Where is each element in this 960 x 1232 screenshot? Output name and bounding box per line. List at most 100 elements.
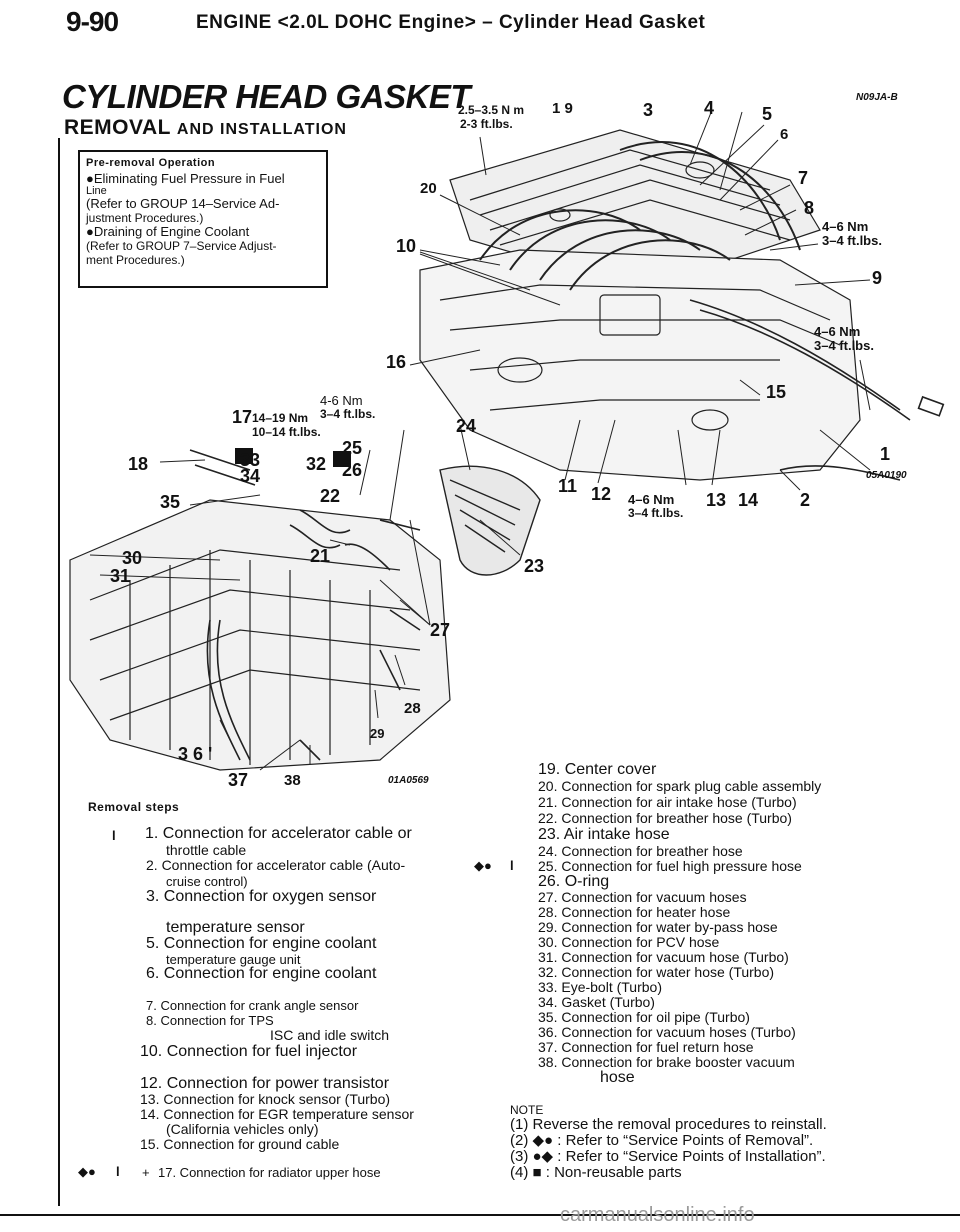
removal-step-34: 34. Gasket (Turbo) bbox=[538, 994, 655, 1010]
callout-2: 2 bbox=[800, 490, 811, 510]
removal-step-38-cont: hose bbox=[600, 1069, 635, 1086]
callout-22: 22 bbox=[320, 486, 341, 506]
removal-step-30: 30. Connection for PCV hose bbox=[538, 934, 720, 950]
callout-33: 33 bbox=[240, 450, 261, 470]
non-reusable-marks bbox=[235, 448, 351, 467]
spec-14-19-nm: 14–19 Nm bbox=[252, 411, 309, 425]
callout-18: 18 bbox=[128, 454, 149, 474]
callout-24: 24 bbox=[456, 416, 477, 436]
callout-30: 30 bbox=[122, 548, 143, 568]
page-header-title: ENGINE <2.0L DOHC Engine> – Cylinder Hea… bbox=[196, 12, 706, 33]
pre-removal-line: Line bbox=[86, 185, 107, 197]
pre-removal-line: (Refer to GROUP 14–Service Ad- bbox=[86, 196, 280, 211]
page-number: 9-90 bbox=[66, 6, 119, 37]
wiring-harness-illustration bbox=[689, 299, 945, 481]
callout-3: 3 bbox=[643, 100, 654, 120]
removal-step-15: 15. Connection for ground cable bbox=[140, 1136, 340, 1152]
callout-1: 1 bbox=[880, 444, 891, 464]
subtitle-and-installation: AND INSTALLATION bbox=[176, 121, 347, 138]
leader-lines bbox=[89, 109, 871, 771]
section-code: N09JA-B bbox=[856, 92, 898, 103]
note-heading: NOTE bbox=[510, 1103, 544, 1117]
removal-step-4-cont: temperature sensor bbox=[166, 919, 305, 936]
removal-step-10: 10. Connection for fuel injector bbox=[140, 1043, 358, 1060]
removal-step-23: 23. Air intake hose bbox=[538, 826, 670, 843]
note-line-2: (2) ◆● : Refer to “Service Points of Rem… bbox=[510, 1132, 814, 1149]
pre-removal-line: (Refer to GROUP 7–Service Adjust- bbox=[86, 239, 277, 253]
removal-step-14-cont: (California vehicles only) bbox=[166, 1121, 319, 1137]
callout-10: 10 bbox=[396, 236, 417, 256]
bullet-removal-service-point: ◆● bbox=[78, 1164, 96, 1179]
removal-step-28: 28. Connection for heater hose bbox=[538, 904, 731, 920]
bullet-dot: l bbox=[112, 828, 116, 843]
bullet-plus: + bbox=[142, 1165, 150, 1180]
bullet-dot: l bbox=[510, 858, 514, 873]
callout-6: 6 bbox=[780, 126, 789, 143]
figure-code-bottom: 01A0569 bbox=[388, 775, 429, 786]
pre-removal-line: ●Draining of Engine Coolant bbox=[86, 224, 250, 239]
removal-step-32: 32. Connection for water hose (Turbo) bbox=[538, 964, 775, 980]
note-line-1: (1) Reverse the removal procedures to re… bbox=[510, 1116, 827, 1133]
bullet-dot: l bbox=[116, 1164, 120, 1179]
callout-32: 32 bbox=[306, 454, 327, 474]
callout-8: 8 bbox=[804, 198, 815, 218]
bullet-removal-service-point: ◆● bbox=[474, 858, 492, 873]
callout-27: 27 bbox=[430, 620, 451, 640]
callout-23: 23 bbox=[524, 556, 545, 576]
pre-removal-box: Pre-removal Operation ●Eliminating Fuel … bbox=[78, 150, 328, 288]
removal-step-26: 26. O-ring bbox=[538, 873, 610, 890]
removal-steps-heading: Removal steps bbox=[88, 800, 180, 814]
callout-35: 35 bbox=[160, 492, 181, 512]
callout-4: 4 bbox=[704, 98, 715, 118]
removal-step-29: 29. Connection for water by-pass hose bbox=[538, 919, 778, 935]
spec-3-4-ftlbs-right: 3–4 ft.lbs. bbox=[814, 338, 874, 353]
removal-step-36: 36. Connection for vacuum hoses (Turbo) bbox=[538, 1024, 796, 1040]
callout-34: 34 bbox=[240, 466, 261, 486]
removal-step-2-cont: cruise control) bbox=[166, 874, 248, 889]
removal-step-20: 20. Connection for spark plug cable asse… bbox=[538, 778, 822, 794]
callout-31: 31 bbox=[110, 566, 131, 586]
removal-step-5: 5. Connection for engine coolant bbox=[146, 935, 377, 952]
callout-5: 5 bbox=[762, 104, 773, 124]
callout-7: 7 bbox=[798, 168, 809, 188]
callout-14: 14 bbox=[738, 490, 759, 510]
spec-top-ftlbs: 2-3 ft.lbs. bbox=[460, 117, 513, 131]
upper-engine-block-illustration bbox=[419, 249, 861, 481]
removal-step-14: 14. Connection for EGR temperature senso… bbox=[140, 1106, 414, 1122]
non-reusable-mark-icon bbox=[333, 451, 351, 467]
note-line-3: (3) ●◆ : Refer to “Service Points of Ins… bbox=[510, 1148, 826, 1165]
removal-step-5-cont: temperature gauge unit bbox=[166, 952, 301, 967]
section-title: CYLINDER HEAD GASKET bbox=[62, 78, 471, 115]
removal-step-1-cont: throttle cable bbox=[166, 842, 247, 858]
spec-top-nm: 2.5–3.5 N m bbox=[458, 103, 525, 117]
callout-13: 13 bbox=[706, 490, 727, 510]
removal-step-6: 6. Connection for engine coolant bbox=[146, 965, 377, 982]
removal-step-9-cont: ISC and idle switch bbox=[270, 1027, 390, 1043]
air-intake-hose-illustration bbox=[439, 465, 541, 576]
callout-21: 21 bbox=[310, 546, 331, 566]
callout-38: 38 bbox=[284, 772, 301, 789]
bottom-rule bbox=[0, 1214, 960, 1216]
removal-step-12: 12. Connection for power transistor bbox=[140, 1075, 390, 1092]
callout-16: 16 bbox=[386, 352, 407, 372]
spec-mid-ftlbs: 3–4 ft.lbs. bbox=[320, 407, 376, 421]
subtitle-removal: REMOVAL bbox=[64, 116, 171, 139]
removal-step-31: 31. Connection for vacuum hose (Turbo) bbox=[538, 949, 789, 965]
non-reusable-mark-icon bbox=[235, 448, 253, 464]
spec-4-6-nm-right: 4–6 Nm bbox=[814, 324, 861, 339]
note-line-4: (4) ■ : Non-reusable parts bbox=[510, 1164, 682, 1181]
callout-11: 11 bbox=[558, 476, 578, 496]
removal-step-8: 8. Connection for TPS bbox=[146, 1013, 274, 1028]
spec-4-6-nm-lower: 4–6 Nm bbox=[628, 492, 675, 507]
cam-cover-illustration bbox=[449, 129, 821, 291]
callout-9: 9 bbox=[872, 268, 883, 288]
removal-step-3: 3. Connection for oxygen sensor bbox=[146, 888, 377, 905]
callout-29: 29 bbox=[370, 726, 385, 741]
section-subtitle: REMOVAL AND INSTALLATION bbox=[64, 116, 347, 140]
left-margin-rule bbox=[58, 138, 60, 1206]
removal-step-37: 37. Connection for fuel return hose bbox=[538, 1039, 754, 1055]
spec-3-4-ftlbs: 3–4 ft.lbs. bbox=[822, 233, 882, 248]
pre-removal-line: ●Eliminating Fuel Pressure in Fuel bbox=[86, 171, 285, 186]
spec-mid-nm: 4-6 Nm bbox=[320, 393, 363, 408]
removal-step-19: 19. Center cover bbox=[538, 761, 657, 778]
